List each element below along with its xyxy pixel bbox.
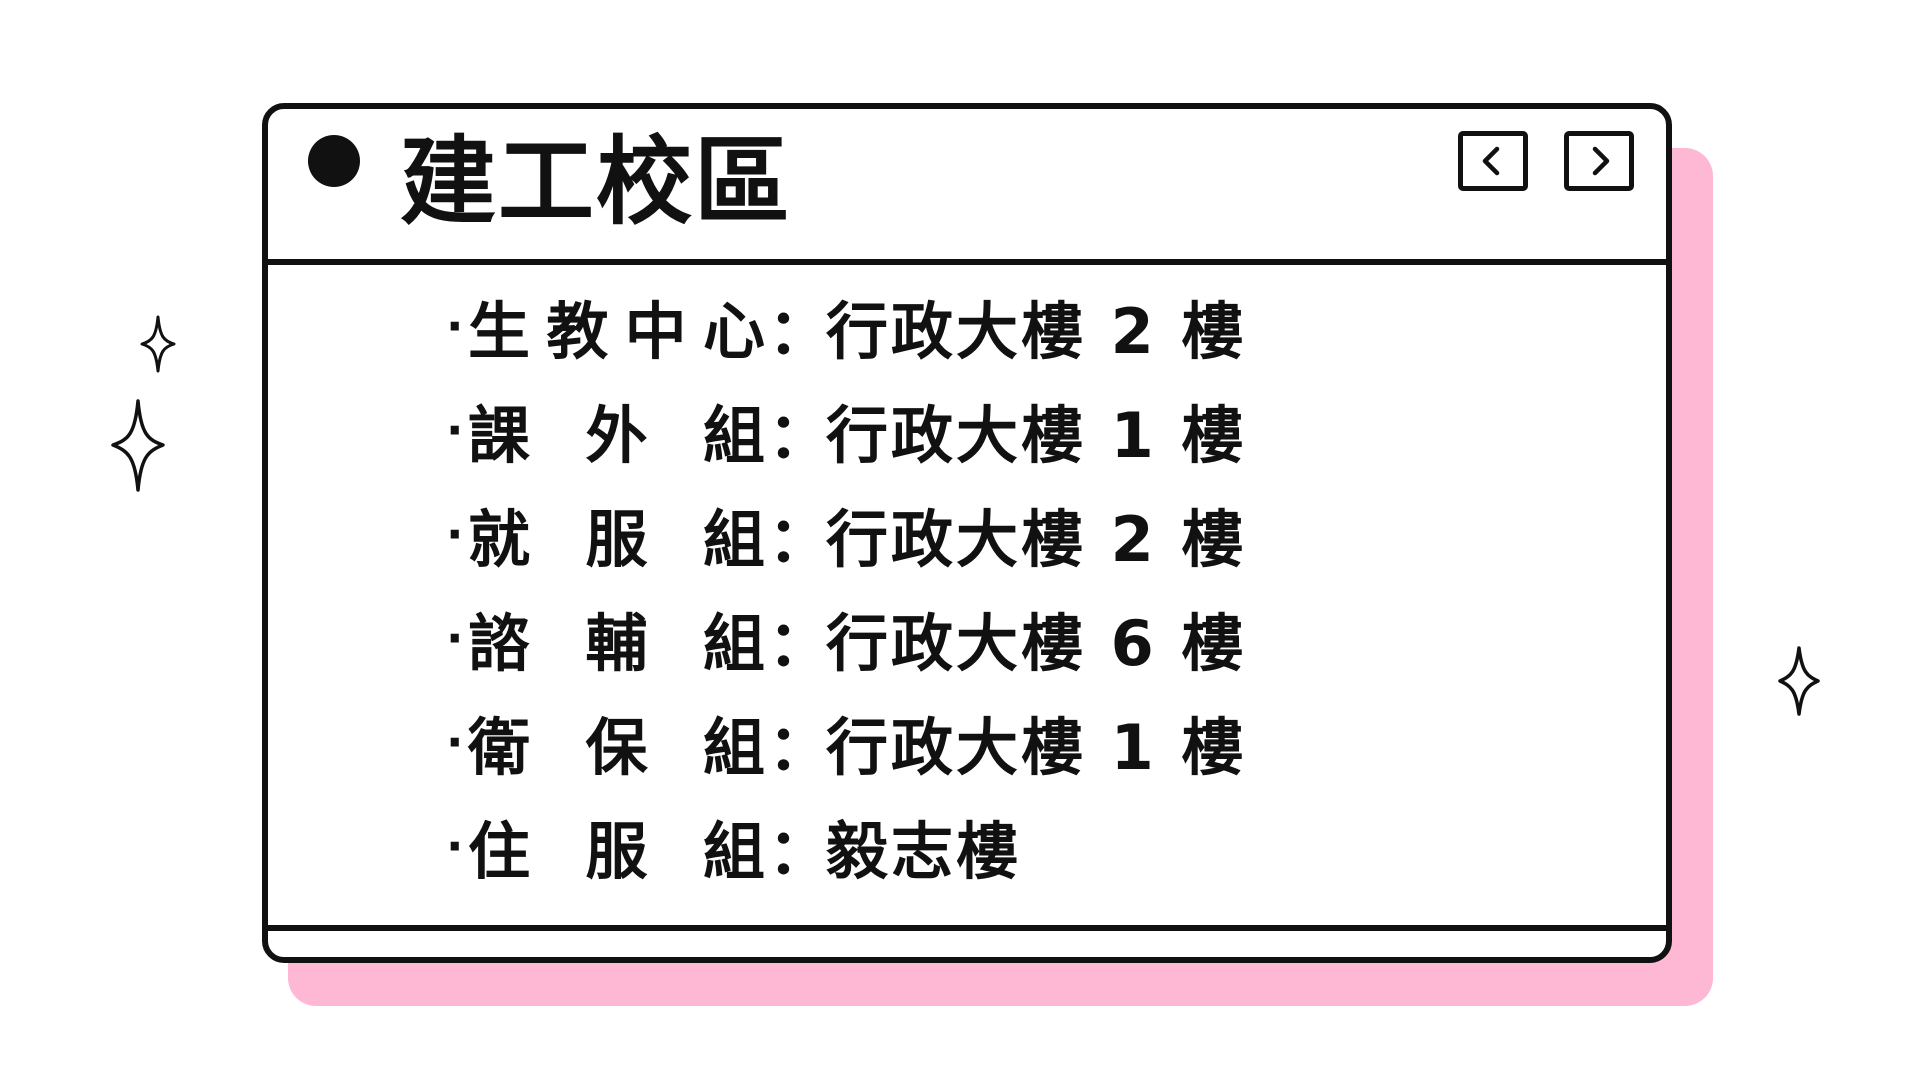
list-item: · 生教中心 ： 行政大樓 2 樓 [446, 274, 1246, 378]
sparkle-icon [1778, 646, 1820, 716]
separator: ： [768, 815, 834, 888]
bullet: · [446, 507, 467, 561]
separator: ： [768, 711, 834, 784]
sparkle-icon [140, 315, 176, 373]
browser-window: 建工校區 · 生教中心 ： 行政大樓 2 樓 · 課 外 組 [262, 103, 1672, 963]
unit-location: 行政大樓 1 樓 [826, 711, 1247, 784]
list-item: · 諮 輔 組 ： 行政大樓 6 樓 [446, 586, 1246, 690]
separator: ： [768, 607, 834, 680]
window-title: 建工校區 [400, 126, 792, 238]
unit-name: 住 服 組 [468, 815, 768, 888]
window-titlebar: 建工校區 [268, 109, 1666, 265]
prev-button[interactable] [1458, 131, 1528, 191]
unit-name: 課 外 組 [468, 399, 768, 472]
office-list: · 生教中心 ： 行政大樓 2 樓 · 課 外 組 ： 行政大樓 1 樓 · 就… [446, 274, 1246, 898]
unit-name: 生教中心 [468, 295, 768, 368]
unit-location: 行政大樓 1 樓 [826, 399, 1247, 472]
list-item: · 就 服 組 ： 行政大樓 2 樓 [446, 482, 1246, 586]
bullet: · [446, 403, 467, 457]
list-item: · 住 服 組 ： 毅志樓 [446, 794, 1246, 898]
unit-location: 行政大樓 6 樓 [826, 607, 1247, 680]
window-footer-divider [268, 925, 1666, 931]
unit-location: 行政大樓 2 樓 [826, 503, 1247, 576]
next-button[interactable] [1564, 131, 1634, 191]
separator: ： [768, 503, 834, 576]
unit-name: 諮 輔 組 [468, 607, 768, 680]
unit-location: 毅志樓 [826, 815, 1022, 888]
unit-name: 衛 保 組 [468, 711, 768, 784]
unit-location: 行政大樓 2 樓 [826, 295, 1247, 368]
bullet: · [446, 819, 467, 873]
list-item: · 衛 保 組 ： 行政大樓 1 樓 [446, 690, 1246, 794]
sparkle-icon [111, 399, 165, 492]
bullet: · [446, 611, 467, 665]
bullet: · [446, 299, 467, 353]
chevron-left-icon [1482, 146, 1500, 176]
unit-name: 就 服 組 [468, 503, 768, 576]
chevron-right-icon [1592, 146, 1610, 176]
list-item: · 課 外 組 ： 行政大樓 1 樓 [446, 378, 1246, 482]
window-dot-icon [308, 135, 360, 187]
separator: ： [768, 295, 834, 368]
bullet: · [446, 715, 467, 769]
separator: ： [768, 399, 834, 472]
